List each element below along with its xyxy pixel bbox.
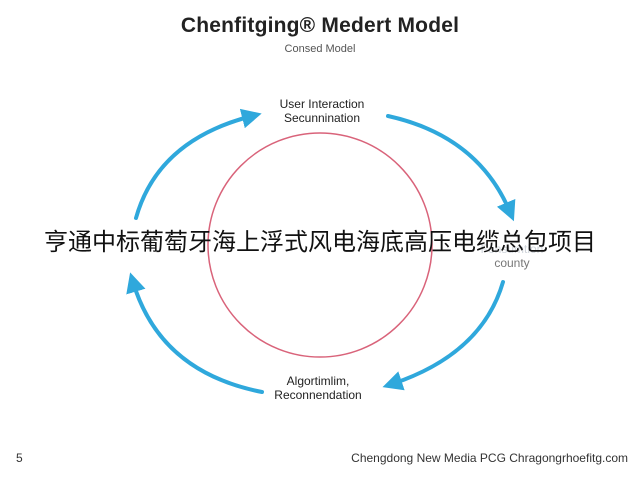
node-user-interaction: User Interaction Secunnination [232, 97, 412, 125]
node-bottom-line-2: Reconnendation [274, 388, 362, 402]
node-top-line-1: User Interaction [279, 97, 365, 111]
overlay-caption: 亨通中标葡萄牙海上浮式风电海底高压电缆总包项目 [44, 228, 596, 256]
node-algorithm-recommendation: Algortimlim, Reconnendation [228, 374, 408, 402]
node-top-line-2: Secunnination [283, 111, 361, 125]
cycle-arrow-top-right [386, 114, 516, 222]
node-right-line-1: Fonsumtion [480, 242, 544, 256]
cycle-arrow-right-bottom [382, 280, 505, 391]
cycle-arrow-left-top [134, 108, 262, 220]
node-bottom-line-1: Algortimlim, [286, 374, 350, 388]
diagram-title: Chenfitging® Medert Model [180, 14, 460, 37]
diagram-subtitle: Consed Model [284, 43, 356, 55]
footer-credit: Chengdong New Media PCG Chragongrhoefitg… [351, 451, 628, 465]
node-right-line-2: county [494, 256, 530, 270]
page-number: 5 [16, 451, 23, 465]
node-consumption: Fonsumtion county [462, 242, 562, 270]
cycle-arrow-bottom-left [126, 272, 264, 394]
inner-circle [207, 132, 433, 358]
